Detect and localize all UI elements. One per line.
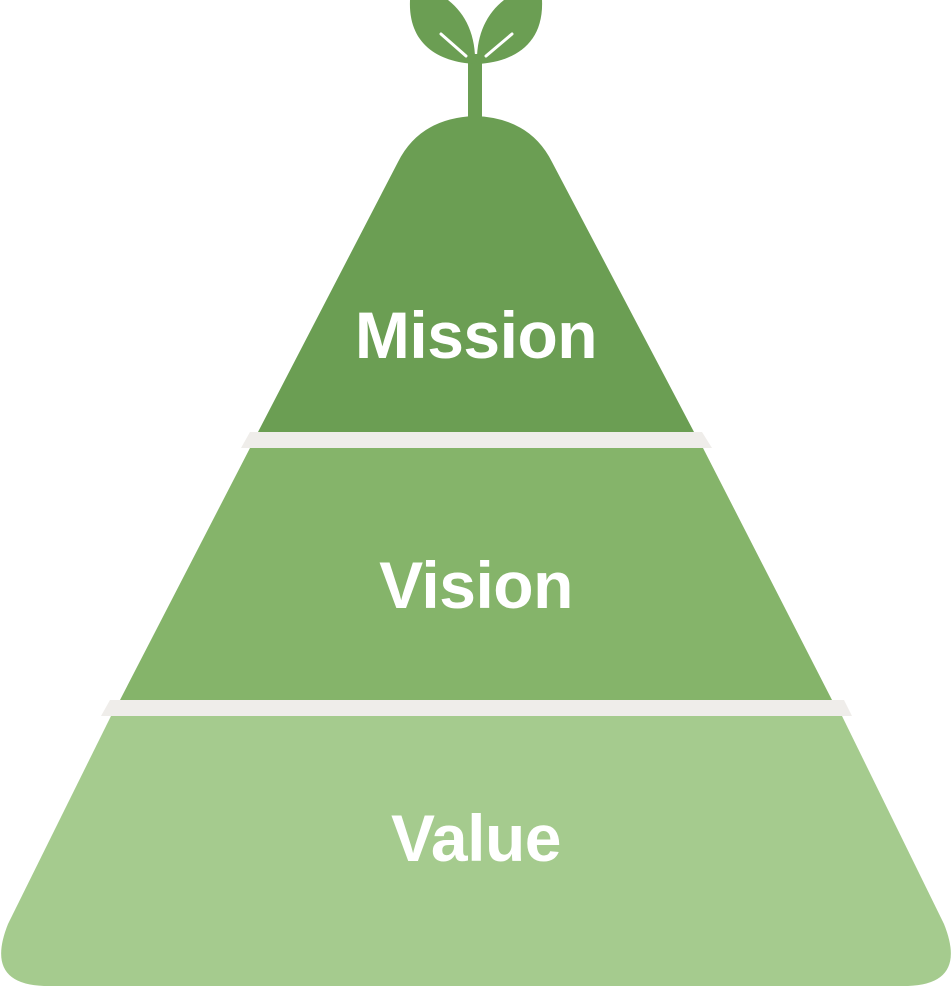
separator-bottom (101, 700, 852, 716)
tier-value (1, 716, 951, 986)
sprout-icon (409, 0, 543, 120)
tier-label-value: Value (391, 801, 561, 875)
tier-mission (258, 116, 694, 432)
tier-vision (120, 448, 832, 700)
tier-label-mission: Mission (354, 298, 598, 372)
separator-top (241, 432, 712, 448)
tier-label-vision: Vision (379, 548, 573, 622)
